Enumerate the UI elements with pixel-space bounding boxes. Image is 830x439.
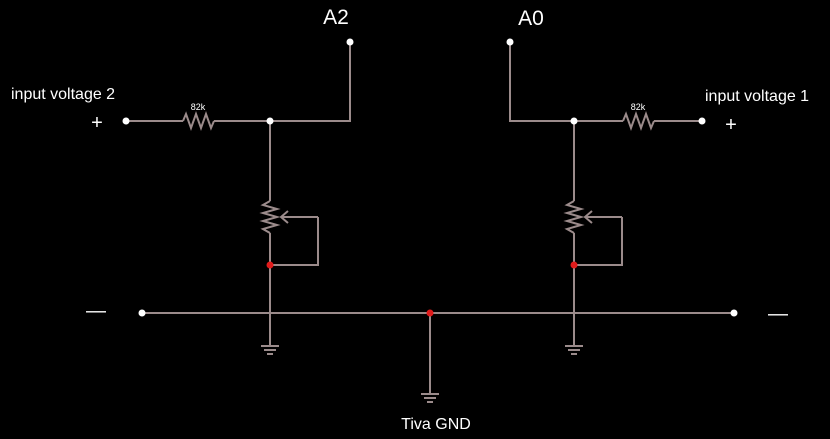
pin-label-a0: A0 (518, 7, 544, 30)
terminal-a2[interactable] (346, 38, 354, 46)
terminal-input-2-positive[interactable] (122, 117, 130, 125)
resistor-right-value: 82k (631, 102, 646, 112)
junction-right-pot (570, 261, 578, 269)
left-channel (126, 42, 351, 355)
input-2-minus-sign: — (86, 300, 106, 322)
ground-symbol-left (261, 345, 279, 355)
tiva-gnd-label: Tiva GND (401, 416, 471, 433)
input-voltage-2-label: input voltage 2 (11, 86, 115, 103)
junction-ground-center (426, 309, 434, 317)
input-2-plus-sign: + (91, 112, 103, 134)
potentiometer-left (259, 200, 281, 234)
ground-symbol-right (565, 345, 583, 355)
terminal-input-2-negative[interactable] (138, 309, 146, 317)
potentiometer-right (563, 200, 585, 234)
input-voltage-1-label: input voltage 1 (705, 88, 809, 105)
right-channel (509, 42, 702, 355)
wire-to-a0 (509, 42, 574, 122)
junction-left-pot (266, 261, 274, 269)
wiper-loop (574, 217, 623, 266)
wiper-arrow (583, 210, 593, 224)
ground-symbol-tiva (421, 393, 439, 403)
node-right-top (570, 117, 578, 125)
pin-label-a2: A2 (323, 6, 349, 29)
resistor-right (622, 111, 655, 131)
resistor-left (182, 111, 215, 131)
input-1-minus-sign: — (768, 303, 788, 325)
terminal-a0[interactable] (506, 38, 514, 46)
node-left-top (266, 117, 274, 125)
terminal-input-1-positive[interactable] (698, 117, 706, 125)
resistor-left-value: 82k (191, 102, 206, 112)
input-1-plus-sign: + (725, 114, 737, 136)
terminal-input-1-negative[interactable] (730, 309, 738, 317)
wire-to-a2 (270, 42, 351, 122)
wiper-loop (270, 217, 319, 266)
wiper-arrow (279, 210, 289, 224)
